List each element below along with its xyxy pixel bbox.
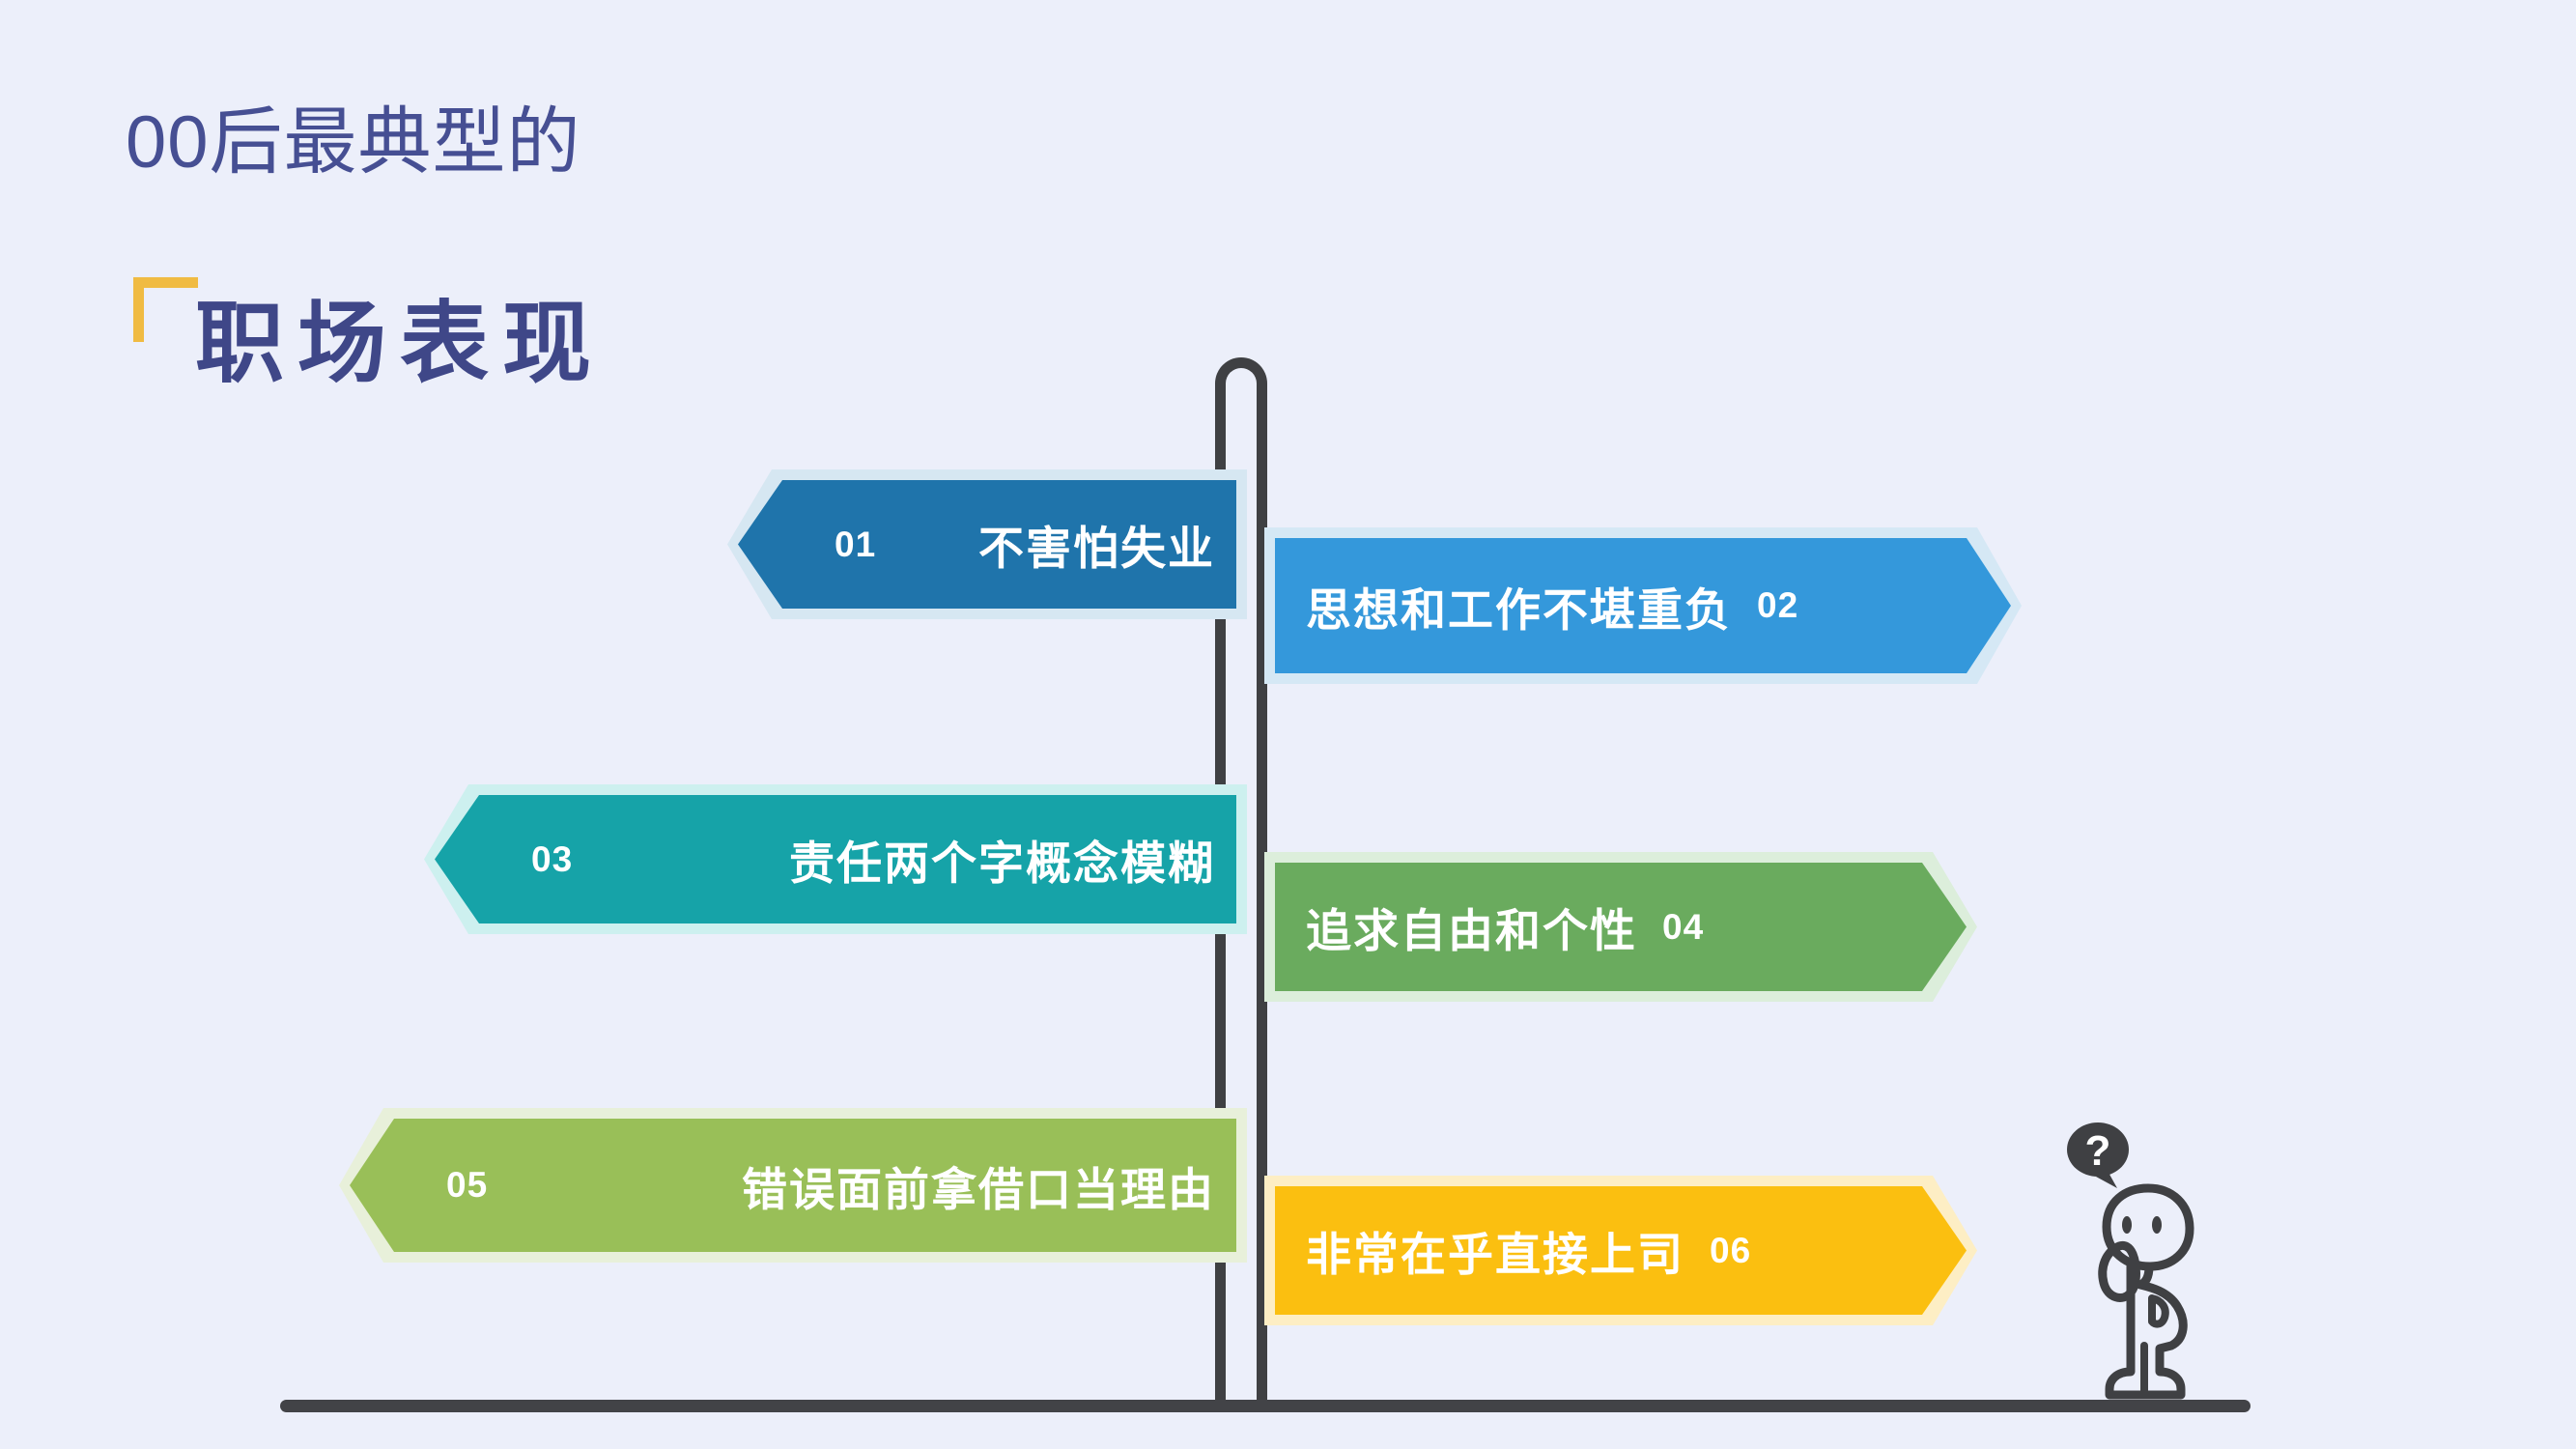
sign-04-number: 04 (1662, 906, 1705, 947)
sign-05[interactable]: 05 错误面前拿借口当理由 (339, 1108, 1247, 1263)
title-block: 00后最典型的 职场表现 (126, 101, 995, 389)
sign-01-body (738, 480, 1236, 609)
sign-01-text: 不害怕失业 (978, 523, 1215, 574)
sign-06-text: 非常在乎直接上司 (1306, 1229, 1684, 1280)
sign-05-label: 05 错误面前拿借口当理由 (350, 1152, 1236, 1219)
sign-01[interactable]: 01 不害怕失业 (727, 469, 1247, 619)
thinking-person-illustration: ? (2055, 1109, 2239, 1404)
sign-01-number: 01 (835, 524, 877, 564)
sign-04-body (1275, 863, 1967, 991)
sign-03-body (435, 795, 1236, 923)
sign-06-number: 06 (1710, 1230, 1752, 1270)
sign-03-number: 03 (531, 838, 574, 879)
sign-02-number: 02 (1757, 585, 1799, 625)
page-title: 职场表现 (195, 295, 606, 393)
sign-04-text: 追求自由和个性 (1306, 905, 1637, 956)
sign-04[interactable]: 追求自由和个性 04 (1275, 863, 1967, 991)
slide-subtitle: 00后最典型的 (126, 101, 581, 184)
sign-02[interactable]: 思想和工作不堪重负 02 (1275, 538, 2011, 673)
sign-05-text: 错误面前拿借口当理由 (742, 1163, 1215, 1215)
sign-02-label: 思想和工作不堪重负 02 (1275, 573, 2011, 639)
corner-bracket-decoration (133, 277, 198, 342)
sign-03-text: 责任两个字概念模糊 (789, 838, 1215, 889)
sign-02-text: 思想和工作不堪重负 (1306, 583, 1732, 636)
sign-01-label: 01 不害怕失业 (738, 511, 1236, 578)
svg-text:?: ? (2085, 1127, 2111, 1175)
sign-03-label: 03 责任两个字概念模糊 (435, 826, 1236, 893)
sign-05-body (350, 1119, 1236, 1252)
sign-04-label: 追求自由和个性 04 (1275, 894, 1967, 960)
sign-06-label: 非常在乎直接上司 06 (1275, 1217, 1967, 1284)
sign-03[interactable]: 03 责任两个字概念模糊 (424, 784, 1247, 934)
sign-06-body (1275, 1186, 1967, 1315)
sign-05-number: 05 (446, 1165, 489, 1205)
sign-06[interactable]: 非常在乎直接上司 06 (1275, 1186, 1967, 1315)
ground-line (280, 1400, 2250, 1412)
sign-02-body (1275, 538, 2011, 673)
question-bubble-icon: ? (2067, 1122, 2129, 1188)
